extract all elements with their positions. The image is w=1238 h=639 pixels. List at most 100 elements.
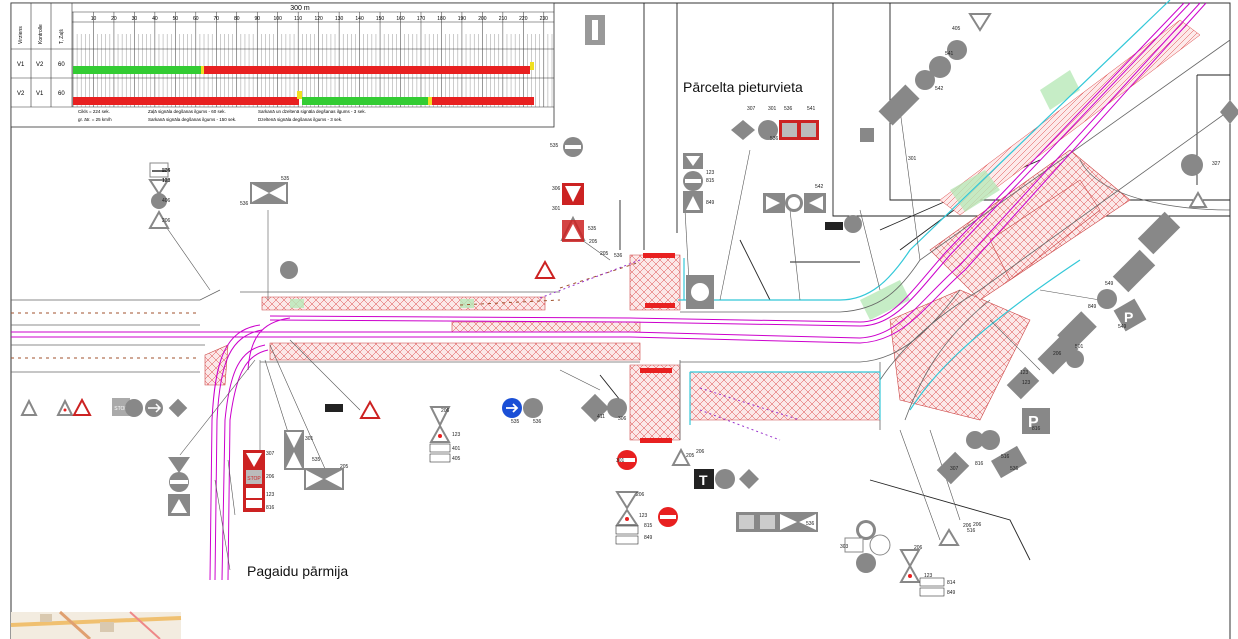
sign-code-label: 536: [784, 106, 793, 112]
sign-code-label: 535: [550, 143, 559, 149]
drawing-frame: [10, 2, 1231, 639]
sign-code-label: 206: [973, 522, 982, 528]
table-tick-label: 200: [478, 16, 487, 22]
sign-code-label: 536: [533, 419, 542, 425]
table-tick-label: 10: [91, 16, 97, 22]
table-scale-label: 300 m: [290, 5, 310, 12]
sign-code-label: 206: [963, 523, 972, 529]
sign-code-label: 206: [636, 492, 645, 498]
row1-yellow-phase: [201, 66, 204, 74]
sign-code-label: 205: [600, 251, 609, 257]
table-tick-label: 80: [234, 16, 240, 22]
row1-green-phase: [73, 66, 201, 74]
sign-code-label: 303: [840, 544, 849, 550]
sign-code-label: 816: [266, 505, 275, 511]
temp-letter: T: [699, 472, 708, 488]
table-tick-label: 20: [111, 16, 117, 22]
traffic-signs: STOP: [20, 13, 1238, 597]
sign-code-label: 123: [266, 492, 275, 498]
sign-group-lower-mid: T: [615, 450, 818, 545]
sign-code-label: 542: [935, 86, 944, 92]
sign-code-label: 536: [240, 201, 249, 207]
sign-code-label: 206: [1053, 351, 1062, 357]
parking-letter-2: P: [1028, 414, 1039, 431]
sign-code-label: 849: [706, 200, 715, 206]
header-green-time: T, Zaļš: [59, 29, 65, 44]
road-edges: [11, 39, 1231, 440]
sign-code-label: 536: [1010, 466, 1019, 472]
row2-yellow-phase: [428, 97, 432, 105]
sign-code-label: 206: [696, 449, 705, 455]
sign-code-label: 301: [305, 436, 314, 442]
row2-green-phase: [302, 97, 428, 105]
table-tick-label: 100: [274, 16, 283, 22]
sign-code-label: 849: [947, 590, 956, 596]
row2-green: 60: [58, 91, 65, 97]
sign-group-lower-center: [429, 393, 691, 466]
sign-code-label: 411: [597, 414, 605, 420]
table-tick-label: 180: [437, 16, 446, 22]
row2-direction: V2: [17, 91, 25, 97]
sign-group-lower-right: [844, 520, 960, 597]
sign-code-label: 307: [747, 106, 756, 112]
purple-dotted-markings: [539, 259, 801, 441]
sign-group-top-mid: [585, 15, 862, 233]
note-red: Sarkanā signāla degšanas ilgums - 150 se…: [148, 117, 236, 122]
sign-code-label: 815: [644, 523, 653, 529]
sign-code-label: 516: [1001, 454, 1010, 460]
sign-code-label: 816: [1032, 426, 1041, 432]
sign-code-labels: 8141234062065355362055353063015355362052…: [162, 26, 1221, 596]
row2-red-phase: [73, 97, 299, 105]
sign-code-label: 405: [452, 456, 461, 462]
row1-direction: V1: [17, 62, 25, 68]
stop-letters-left: STOP: [114, 406, 128, 412]
note-redyellow: Sarkanā un dzeltenā signāla degšanas ilg…: [258, 109, 366, 114]
tram-tracks: [11, 2, 1207, 581]
sign-code-label: 536: [806, 521, 815, 527]
temp-crossing-label: Pagaidu pārmija: [247, 563, 348, 579]
sign-code-label: 123: [639, 513, 648, 519]
sign-code-label: 206: [266, 474, 275, 480]
sign-code-label: 123: [162, 178, 171, 184]
sign-code-label: 123: [1022, 380, 1031, 386]
sign-code-label: 301: [768, 106, 777, 112]
table-tick-label: 140: [355, 16, 364, 22]
moved-stop-label: Pārcelta pieturvieta: [683, 79, 803, 95]
sign-code-label: 816: [975, 461, 984, 467]
sign-code-label: 535: [281, 176, 290, 182]
sign-code-label: 301: [908, 156, 917, 162]
note-green: Zaļā signāla degšanas ilgums - 60 sek.: [148, 109, 226, 114]
sign-code-label: 535: [312, 457, 321, 463]
sign-code-label: 205: [162, 168, 171, 174]
sign-code-label: 306: [552, 186, 561, 192]
sign-code-label: 405: [952, 26, 961, 32]
table-tick-label: 160: [396, 16, 405, 22]
sign-code-label: 206: [441, 408, 450, 414]
sign-code-label: 536: [614, 253, 623, 259]
green-islands: [290, 70, 1080, 320]
header-direction: Virziens: [18, 26, 24, 44]
table-tick-label: 170: [417, 16, 426, 22]
row2-redyellow-phase: [297, 91, 302, 99]
location-map-inset: [10, 610, 182, 639]
sign-group-lower-left: STOP: [168, 399, 381, 516]
sign-code-label: 123: [452, 432, 461, 438]
table-tick-label: 130: [335, 16, 344, 22]
sign-group-upper-1: [250, 182, 298, 279]
sign-code-label: 849: [644, 535, 653, 541]
sign-group-center-2: [683, 153, 714, 309]
sign-code-label: 542: [815, 184, 824, 190]
sign-code-label: 123: [1020, 370, 1029, 376]
sign-code-label: 401: [452, 446, 461, 452]
sign-code-label: 536: [770, 136, 779, 142]
sign-code-label: 814: [162, 168, 171, 174]
row1-redyellow-phase: [530, 62, 534, 70]
sign-code-label: 501: [1075, 344, 1084, 350]
table-tick-label: 90: [254, 16, 260, 22]
sign-code-label: 206: [162, 218, 171, 224]
sign-code-label: 814: [947, 580, 956, 586]
sign-code-label: 541: [945, 51, 954, 57]
row1-control: V2: [36, 62, 44, 68]
table-tick-label: 70: [214, 16, 220, 22]
